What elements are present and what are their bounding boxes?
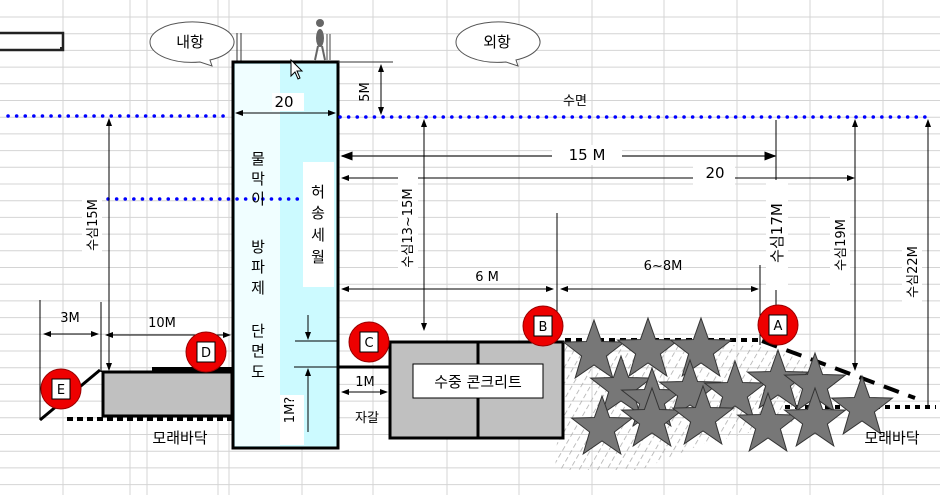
inner-slab <box>101 367 234 418</box>
depth-22m-label: 수심22M <box>906 246 921 298</box>
stone-icon <box>658 358 722 420</box>
depth-13-15m-label: 수심13~15M <box>401 188 416 267</box>
distance-3m-label: 3M <box>60 311 80 326</box>
svg-text:세: 세 <box>311 226 325 244</box>
water-surface-label: 수면 <box>563 94 587 109</box>
handrail <box>236 33 242 62</box>
depth-19m-label: 수심19M <box>834 219 849 271</box>
svg-text:D: D <box>201 346 211 361</box>
stone-icon <box>669 316 733 378</box>
stone-icon <box>671 384 735 446</box>
note-box: 허 송 세 월 <box>303 162 334 287</box>
seabed-slope-line <box>761 339 916 400</box>
marker-a: A <box>757 304 799 346</box>
marker-c: C <box>348 321 390 363</box>
svg-text:면: 면 <box>251 342 265 360</box>
depth-15m-label: 수심15M <box>86 199 101 251</box>
sand-bottom-label-left: 모래바닥 <box>152 429 207 447</box>
stone-icon <box>589 354 653 416</box>
stone-icon <box>703 359 767 421</box>
distance-1m-question-label: 1M? <box>283 397 298 423</box>
selected-cell[interactable] <box>0 31 65 52</box>
width-label: 20 <box>274 93 293 111</box>
svg-text:제: 제 <box>251 279 265 297</box>
svg-text:내항: 내항 <box>176 33 204 51</box>
marker-e: E <box>40 368 82 410</box>
svg-text:외항: 외항 <box>483 33 511 51</box>
stone-icon <box>830 374 894 436</box>
svg-text:E: E <box>57 383 65 398</box>
distance-6-8m-label: 6~8M <box>644 259 683 274</box>
wall-title: 물 막 이 방 파 제 단 면 도 <box>251 150 265 381</box>
underwater-concrete-block: 수중 콘크리트 <box>388 340 565 440</box>
height-5m-label: 5M <box>358 82 373 102</box>
gravel-label: 자갈 <box>355 411 379 426</box>
svg-text:B: B <box>539 320 548 335</box>
distance-1m-label: 1M <box>355 375 375 390</box>
svg-text:송: 송 <box>311 204 325 222</box>
fill-handle[interactable] <box>60 47 64 51</box>
svg-text:파: 파 <box>251 258 265 276</box>
sand-bottom-label-right: 모래바닥 <box>864 429 919 447</box>
svg-text:이: 이 <box>251 190 265 208</box>
marker-b: B <box>522 305 564 347</box>
stone-icon <box>746 348 810 410</box>
distance-6m-label: 6 M <box>475 270 499 285</box>
distance-10m-label: 10M <box>148 316 176 331</box>
svg-text:물: 물 <box>251 150 265 168</box>
svg-text:도: 도 <box>251 363 265 381</box>
bubble-inner-harbor: 내항 <box>149 21 235 67</box>
person-icon <box>314 19 331 61</box>
stone-icon <box>562 318 626 380</box>
armor-stones <box>562 316 894 456</box>
svg-text:방: 방 <box>251 238 265 256</box>
stone-icon <box>783 386 847 448</box>
svg-text:허: 허 <box>311 183 325 201</box>
svg-text:단: 단 <box>251 322 265 340</box>
svg-text:C: C <box>364 336 373 351</box>
svg-text:수중 콘크리트: 수중 콘크리트 <box>434 373 522 391</box>
depth-17m-label: 수심17M <box>768 203 786 263</box>
distance-15m-label: 15 M <box>569 146 606 164</box>
bubble-outer-harbor: 외항 <box>455 21 541 67</box>
svg-text:A: A <box>774 319 783 334</box>
svg-text:월: 월 <box>311 248 325 266</box>
svg-text:막: 막 <box>251 170 265 188</box>
mouse-cursor-icon <box>290 58 304 80</box>
marker-d: D <box>185 331 227 373</box>
stone-icon <box>570 394 634 456</box>
distance-20-label: 20 <box>705 164 724 182</box>
